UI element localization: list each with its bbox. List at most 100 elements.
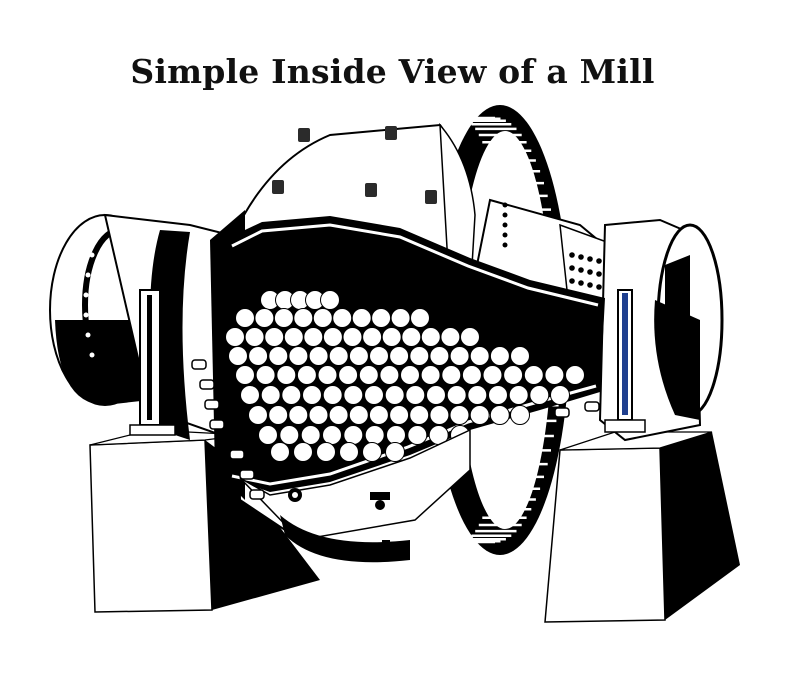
grinding-ball (460, 327, 480, 347)
grinding-ball (544, 365, 565, 385)
right-pedestal (544, 431, 740, 623)
grate-hole (578, 254, 584, 260)
grinding-ball (508, 385, 529, 405)
grinding-ball (409, 405, 430, 425)
grinding-ball (254, 308, 275, 328)
grinding-ball (339, 442, 359, 462)
grinding-ball (489, 346, 510, 366)
grinding-ball (293, 308, 314, 328)
grinding-ball (332, 308, 353, 328)
grinding-ball (279, 425, 300, 445)
grate-hole (596, 271, 602, 277)
grinding-ball (276, 365, 297, 385)
diagram-title: Simple Inside View of a Mill (130, 52, 655, 91)
grinding-ball (368, 405, 389, 425)
grinding-ball (364, 385, 384, 405)
grinding-ball (338, 365, 359, 385)
grate-hole (569, 278, 575, 284)
grinding-ball (308, 405, 329, 425)
grinding-ball (300, 425, 321, 445)
grinding-ball (429, 346, 450, 366)
grinding-ball (510, 405, 530, 425)
grinding-ball (358, 365, 379, 385)
liner-plates (191, 359, 600, 500)
grinding-ball (248, 405, 268, 425)
grinding-ball (303, 327, 324, 347)
grinding-ball (320, 290, 340, 310)
grinding-ball (244, 327, 265, 347)
grinding-ball (317, 365, 338, 385)
grinding-ball (351, 308, 372, 328)
grinding-ball (225, 327, 245, 347)
grinding-ball (446, 385, 467, 405)
grinding-ball (426, 385, 446, 405)
grinding-ball (270, 442, 290, 462)
grinding-ball (288, 405, 309, 425)
manhole-cover (288, 488, 390, 510)
grinding-ball (343, 425, 364, 445)
grinding-ball (379, 365, 400, 385)
grinding-ball (283, 327, 304, 347)
grinding-ball (565, 365, 585, 385)
grinding-ball (240, 385, 260, 405)
grinding-ball (268, 405, 289, 425)
grinding-ball (281, 385, 302, 405)
grinding-ball (384, 385, 405, 405)
grinding-ball (322, 425, 342, 445)
grate-hole (569, 265, 575, 271)
grinding-ball (420, 327, 441, 347)
grinding-ball (440, 327, 461, 347)
grinding-ball (248, 346, 269, 366)
grinding-ball (296, 365, 317, 385)
grinding-ball (228, 346, 248, 366)
grinding-ball (293, 442, 313, 462)
grinding-ball (348, 405, 369, 425)
grinding-ball (550, 385, 570, 405)
grinding-ball (429, 405, 450, 425)
grinding-ball (381, 327, 402, 347)
grate-hole (587, 269, 593, 275)
grinding-ball (316, 442, 336, 462)
grinding-ball (342, 327, 363, 347)
grinding-ball (523, 365, 544, 385)
grinding-ball (441, 365, 462, 385)
grinding-ball (461, 365, 482, 385)
grinding-ball (235, 365, 255, 385)
grate-hole (596, 258, 602, 264)
grinding-ball (264, 327, 285, 347)
grate-hole (569, 252, 575, 258)
grinding-ball (449, 405, 470, 425)
grinding-ball (302, 385, 322, 405)
grinding-ball (369, 346, 389, 366)
grinding-ball (467, 385, 488, 405)
grinding-ball (312, 308, 333, 328)
grate-hole (596, 284, 602, 290)
grinding-ball (407, 425, 428, 445)
grinding-ball (469, 346, 490, 366)
grinding-ball (268, 346, 289, 366)
grinding-ball (405, 385, 426, 405)
lower-shell (239, 428, 471, 563)
grate-hole (578, 280, 584, 286)
grinding-ball (258, 425, 278, 445)
grinding-ball (390, 308, 411, 328)
grinding-ball (273, 308, 294, 328)
grinding-ball (348, 346, 369, 366)
grate-hole (578, 267, 584, 273)
grinding-ball (469, 405, 490, 425)
grinding-ball (322, 327, 343, 347)
grate-hole (587, 282, 593, 288)
sight-glass (622, 293, 628, 415)
grinding-ball (503, 365, 524, 385)
mill-interior-cutaway (212, 216, 605, 492)
grinding-ball (389, 405, 410, 425)
grinding-ball (343, 385, 364, 405)
grinding-ball (260, 385, 281, 405)
grinding-ball (489, 405, 510, 425)
grinding-ball (255, 365, 276, 385)
discharge-end-trunnion (598, 218, 724, 442)
grinding-ball (389, 346, 410, 366)
grinding-ball (488, 385, 508, 405)
grinding-ball (235, 308, 255, 328)
